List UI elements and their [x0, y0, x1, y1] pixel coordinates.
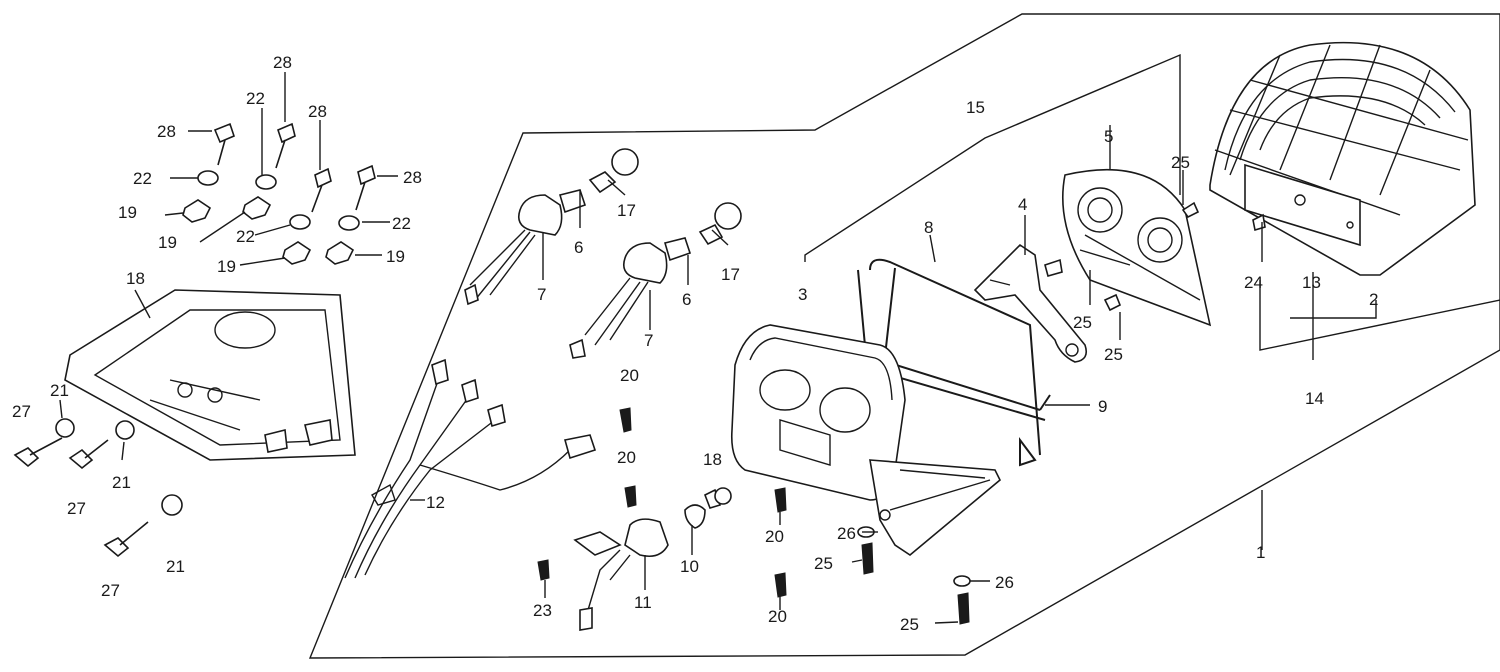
bolt-28-b [275, 122, 296, 169]
bulb-18 [703, 487, 732, 509]
callout-21c: 21 [166, 557, 185, 576]
callout-17b: 17 [721, 265, 740, 284]
callout-17a: 17 [617, 201, 636, 220]
callout-8: 8 [924, 218, 933, 237]
callout-22d: 22 [392, 214, 411, 233]
base-bracket-18 [64, 289, 356, 461]
screw-20-b [624, 485, 637, 508]
callout-labels: 1 2 3 4 5 6 6 7 7 8 9 10 11 12 13 14 15 … [12, 53, 1378, 634]
callout-28b: 28 [157, 122, 176, 141]
bulb-17-bottom [698, 202, 742, 246]
callout-12: 12 [426, 493, 445, 512]
callout-28d: 28 [403, 168, 422, 187]
screw-25-c [861, 542, 874, 575]
callout-6a: 6 [574, 238, 583, 257]
callout-13: 13 [1302, 273, 1321, 292]
washer-26-b [953, 575, 971, 587]
washer-10 [684, 504, 706, 529]
callout-9: 9 [1098, 397, 1107, 416]
washer-21-a [55, 418, 75, 438]
bolt-27-c [103, 521, 149, 558]
callout-25e: 25 [900, 615, 919, 634]
callout-22b: 22 [133, 169, 152, 188]
callout-20c: 20 [765, 527, 784, 546]
callout-18b: 18 [126, 269, 145, 288]
screw-20-d [774, 572, 787, 598]
screw-20-c [774, 487, 787, 513]
callout-19c: 19 [217, 257, 236, 276]
callout-7a: 7 [537, 285, 546, 304]
screw-25-top [1181, 201, 1200, 219]
socket-7-bottom [569, 237, 692, 359]
callout-25b: 25 [1073, 313, 1092, 332]
callout-1: 1 [1256, 543, 1265, 562]
housing-3 [730, 324, 1001, 556]
callout-14: 14 [1305, 389, 1324, 408]
callout-6b: 6 [682, 290, 691, 309]
bolt-28-d [355, 164, 376, 211]
wire-harness-12 [344, 358, 597, 579]
callout-22a: 22 [246, 89, 265, 108]
collar-22-d [338, 215, 360, 231]
socket-11 [573, 518, 669, 631]
collar-22-c [289, 214, 311, 230]
callout-26b: 26 [995, 573, 1014, 592]
bolt-28-c [311, 167, 332, 213]
callout-20a: 20 [620, 366, 639, 385]
nut-19-d [325, 241, 355, 265]
callout-27c: 27 [101, 581, 120, 600]
callout-3: 3 [798, 285, 807, 304]
callout-27b: 27 [67, 499, 86, 518]
callout-18a: 18 [703, 450, 722, 469]
inner-lens [1062, 168, 1212, 327]
callout-19d: 19 [386, 247, 405, 266]
callout-24: 24 [1244, 273, 1263, 292]
callout-19a: 19 [118, 203, 137, 222]
callout-19b: 19 [158, 233, 177, 252]
callout-25d: 25 [814, 554, 833, 573]
collar-22-b [255, 174, 277, 190]
bolt-27-b [68, 439, 109, 470]
callout-7b: 7 [644, 331, 653, 350]
nut-19-c [282, 241, 312, 265]
callout-28c: 28 [308, 102, 327, 121]
bulb-17-top [588, 148, 639, 194]
collar-22-a [197, 170, 219, 186]
callout-28a: 28 [273, 53, 292, 72]
callout-20b: 20 [617, 448, 636, 467]
callout-21b: 21 [112, 473, 131, 492]
callout-2: 2 [1369, 290, 1378, 309]
bolt-27-a [13, 437, 63, 468]
bolt-28-a [213, 122, 235, 166]
washer-21-b [115, 420, 135, 440]
callout-26a: 26 [837, 524, 856, 543]
callout-10: 10 [680, 557, 699, 576]
callout-15: 15 [966, 98, 985, 117]
screw-23 [537, 559, 550, 581]
callout-23: 23 [533, 601, 552, 620]
callout-4: 4 [1018, 195, 1027, 214]
callout-25a: 25 [1171, 153, 1190, 172]
screw-25-d [957, 592, 970, 625]
callout-20d: 20 [768, 607, 787, 626]
callout-21a: 21 [50, 381, 69, 400]
socket-7-top [464, 189, 587, 306]
leader-lines [59, 53, 1500, 624]
callout-27a: 27 [12, 402, 31, 421]
assembly-outline [308, 13, 1500, 659]
nut-19-a [182, 199, 212, 223]
screw-24 [1252, 213, 1266, 232]
washer-21-c [161, 494, 183, 516]
callout-11: 11 [634, 593, 652, 612]
screw-20-a [619, 407, 632, 433]
callout-25c: 25 [1104, 345, 1123, 364]
callout-5: 5 [1104, 127, 1113, 146]
callout-22c: 22 [236, 227, 255, 246]
nut-19-b [242, 196, 272, 220]
bracket-4 [973, 243, 1088, 363]
